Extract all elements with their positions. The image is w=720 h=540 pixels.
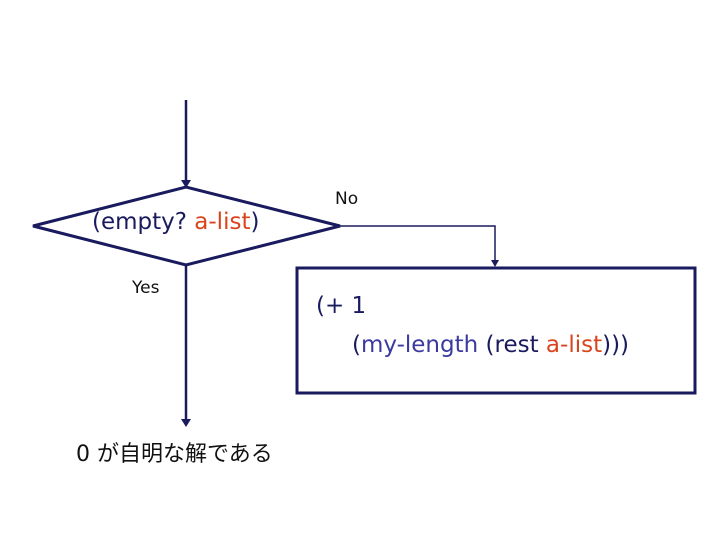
no-label: No <box>335 189 359 209</box>
process-line-2: (my-length (rest a-list))) <box>352 332 630 358</box>
process-box <box>295 266 697 395</box>
result-label: 0 が自明な解である <box>76 442 273 467</box>
entry-arrowhead <box>181 180 191 188</box>
no-arrow <box>340 225 496 261</box>
decision-label: (empty? a-list) <box>92 209 260 235</box>
no-arrowhead <box>491 260 499 267</box>
yes-arrowhead <box>181 419 191 427</box>
yes-label: Yes <box>132 278 160 298</box>
process-line-1: (+ 1 <box>316 293 367 319</box>
